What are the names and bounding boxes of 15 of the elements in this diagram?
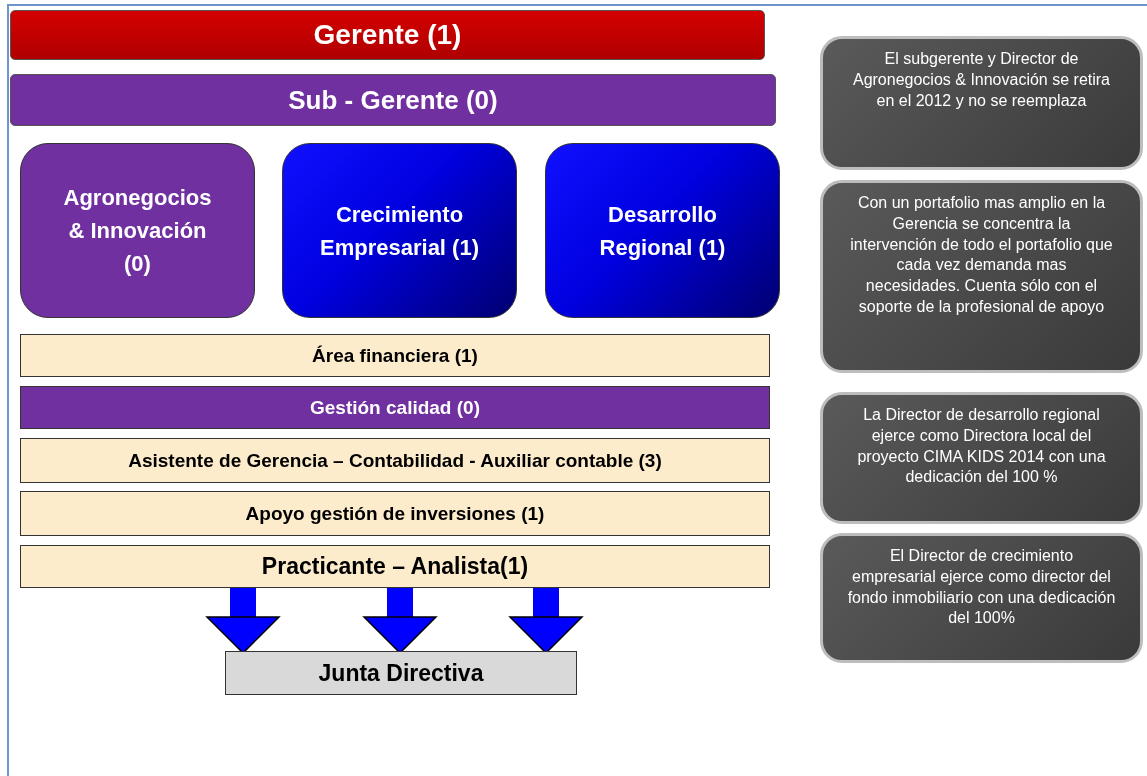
board-box: Junta Directiva	[225, 651, 577, 695]
note-box: La Director de desarrollo regional ejerce como Directora local del proyecto CIMA KIDS 2014 con una dedicación del 100 %	[820, 392, 1143, 524]
department-tile: Agronegocios & Innovación (0)	[20, 143, 255, 318]
manager-box: Gerente (1)	[10, 10, 765, 60]
staff-bar: Área financiera (1)	[20, 334, 770, 377]
note-box: El subgerente y Director de Agronegocios & Innovación se retira en el 2012 y no se reemplaza	[820, 36, 1143, 170]
staff-bar: Apoyo gestión de inversiones (1)	[20, 491, 770, 536]
department-tile: Crecimiento Empresarial (1)	[282, 143, 517, 318]
staff-bar: Practicante – Analista(1)	[20, 545, 770, 588]
staff-bar: Gestión calidad (0)	[20, 386, 770, 429]
staff-bar: Asistente de Gerencia – Contabilidad - Auxiliar contable (3)	[20, 438, 770, 483]
note-box: Con un portafolio mas amplio en la Gerencia se concentra la intervención de todo el portafolio que cada vez demanda mas necesidades. Cuenta sólo con el soporte de la profesional de apoyo	[820, 180, 1143, 373]
sub-manager-box: Sub - Gerente (0)	[10, 74, 776, 126]
department-tile: Desarrollo Regional (1)	[545, 143, 780, 318]
note-box: El Director de crecimiento empresarial ejerce como director del fondo inmobiliario con una dedicación del 100%	[820, 533, 1143, 663]
